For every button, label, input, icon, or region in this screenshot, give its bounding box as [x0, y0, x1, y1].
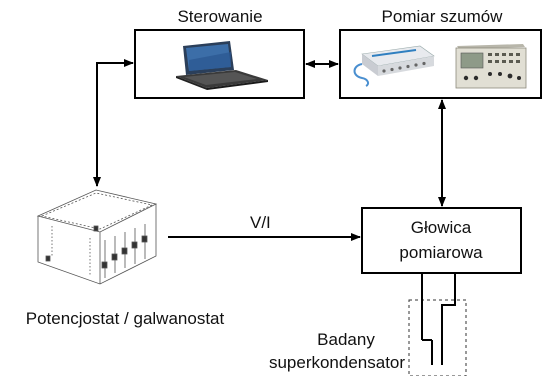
potentiostat-cabinet-icon: [36, 189, 158, 285]
capacitor-icon: [421, 273, 456, 365]
potentiostat-label: Potencjostat / galwanostat: [25, 309, 225, 328]
capacitor-dashed-box: [408, 299, 467, 376]
control-title: Sterowanie: [177, 7, 263, 26]
vi-label: V/I: [250, 213, 271, 232]
measurement-head-label-line1: Głowica: [410, 218, 472, 237]
measurement-head-box: [361, 207, 522, 274]
spectrum-analyzer-icon: [455, 44, 527, 89]
measurement-head-label-line2: pomiarowa: [399, 243, 483, 262]
laptop-icon: [176, 41, 268, 90]
arrow-control-potentiostat: [93, 59, 134, 187]
capacitor-label-line2: superkondensator: [268, 353, 406, 372]
capacitor-label-line1: Badany: [317, 330, 375, 349]
noise-measurement-title: Pomiar szumów: [381, 7, 503, 26]
usb-daq-module-icon: [353, 45, 435, 87]
